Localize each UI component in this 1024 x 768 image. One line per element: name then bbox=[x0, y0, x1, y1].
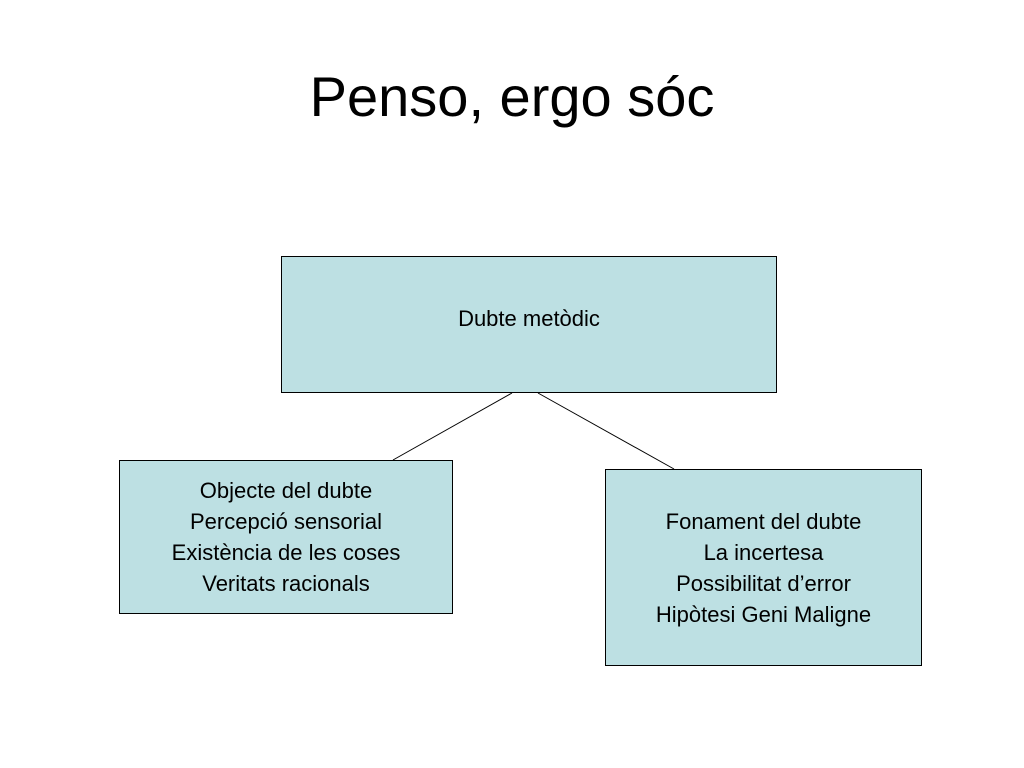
right-node-line: Hipòtesi Geni Maligne bbox=[655, 601, 872, 627]
left-node: Objecte del dubte Percepció sensorial Ex… bbox=[119, 460, 453, 614]
root-node: Dubte metòdic bbox=[281, 256, 777, 393]
slide-title: Penso, ergo sóc bbox=[309, 65, 715, 128]
left-node-line: Existència de les coses bbox=[171, 540, 401, 565]
left-node-line: Objecte del dubte bbox=[199, 478, 373, 503]
right-node: Fonament del dubte La incertesa Possibil… bbox=[605, 469, 922, 666]
right-node-line: Possibilitat d’error bbox=[676, 570, 851, 596]
right-node-line: La incertesa bbox=[703, 539, 824, 565]
right-node-line: Fonament del dubte bbox=[665, 508, 862, 534]
connector-root-to-right bbox=[537, 392, 675, 470]
left-node-line: Percepció sensorial bbox=[190, 509, 382, 534]
connector-root-to-left bbox=[392, 392, 513, 461]
root-node-label: Dubte metòdic bbox=[458, 306, 600, 331]
left-node-line: Veritats racionals bbox=[202, 571, 370, 596]
